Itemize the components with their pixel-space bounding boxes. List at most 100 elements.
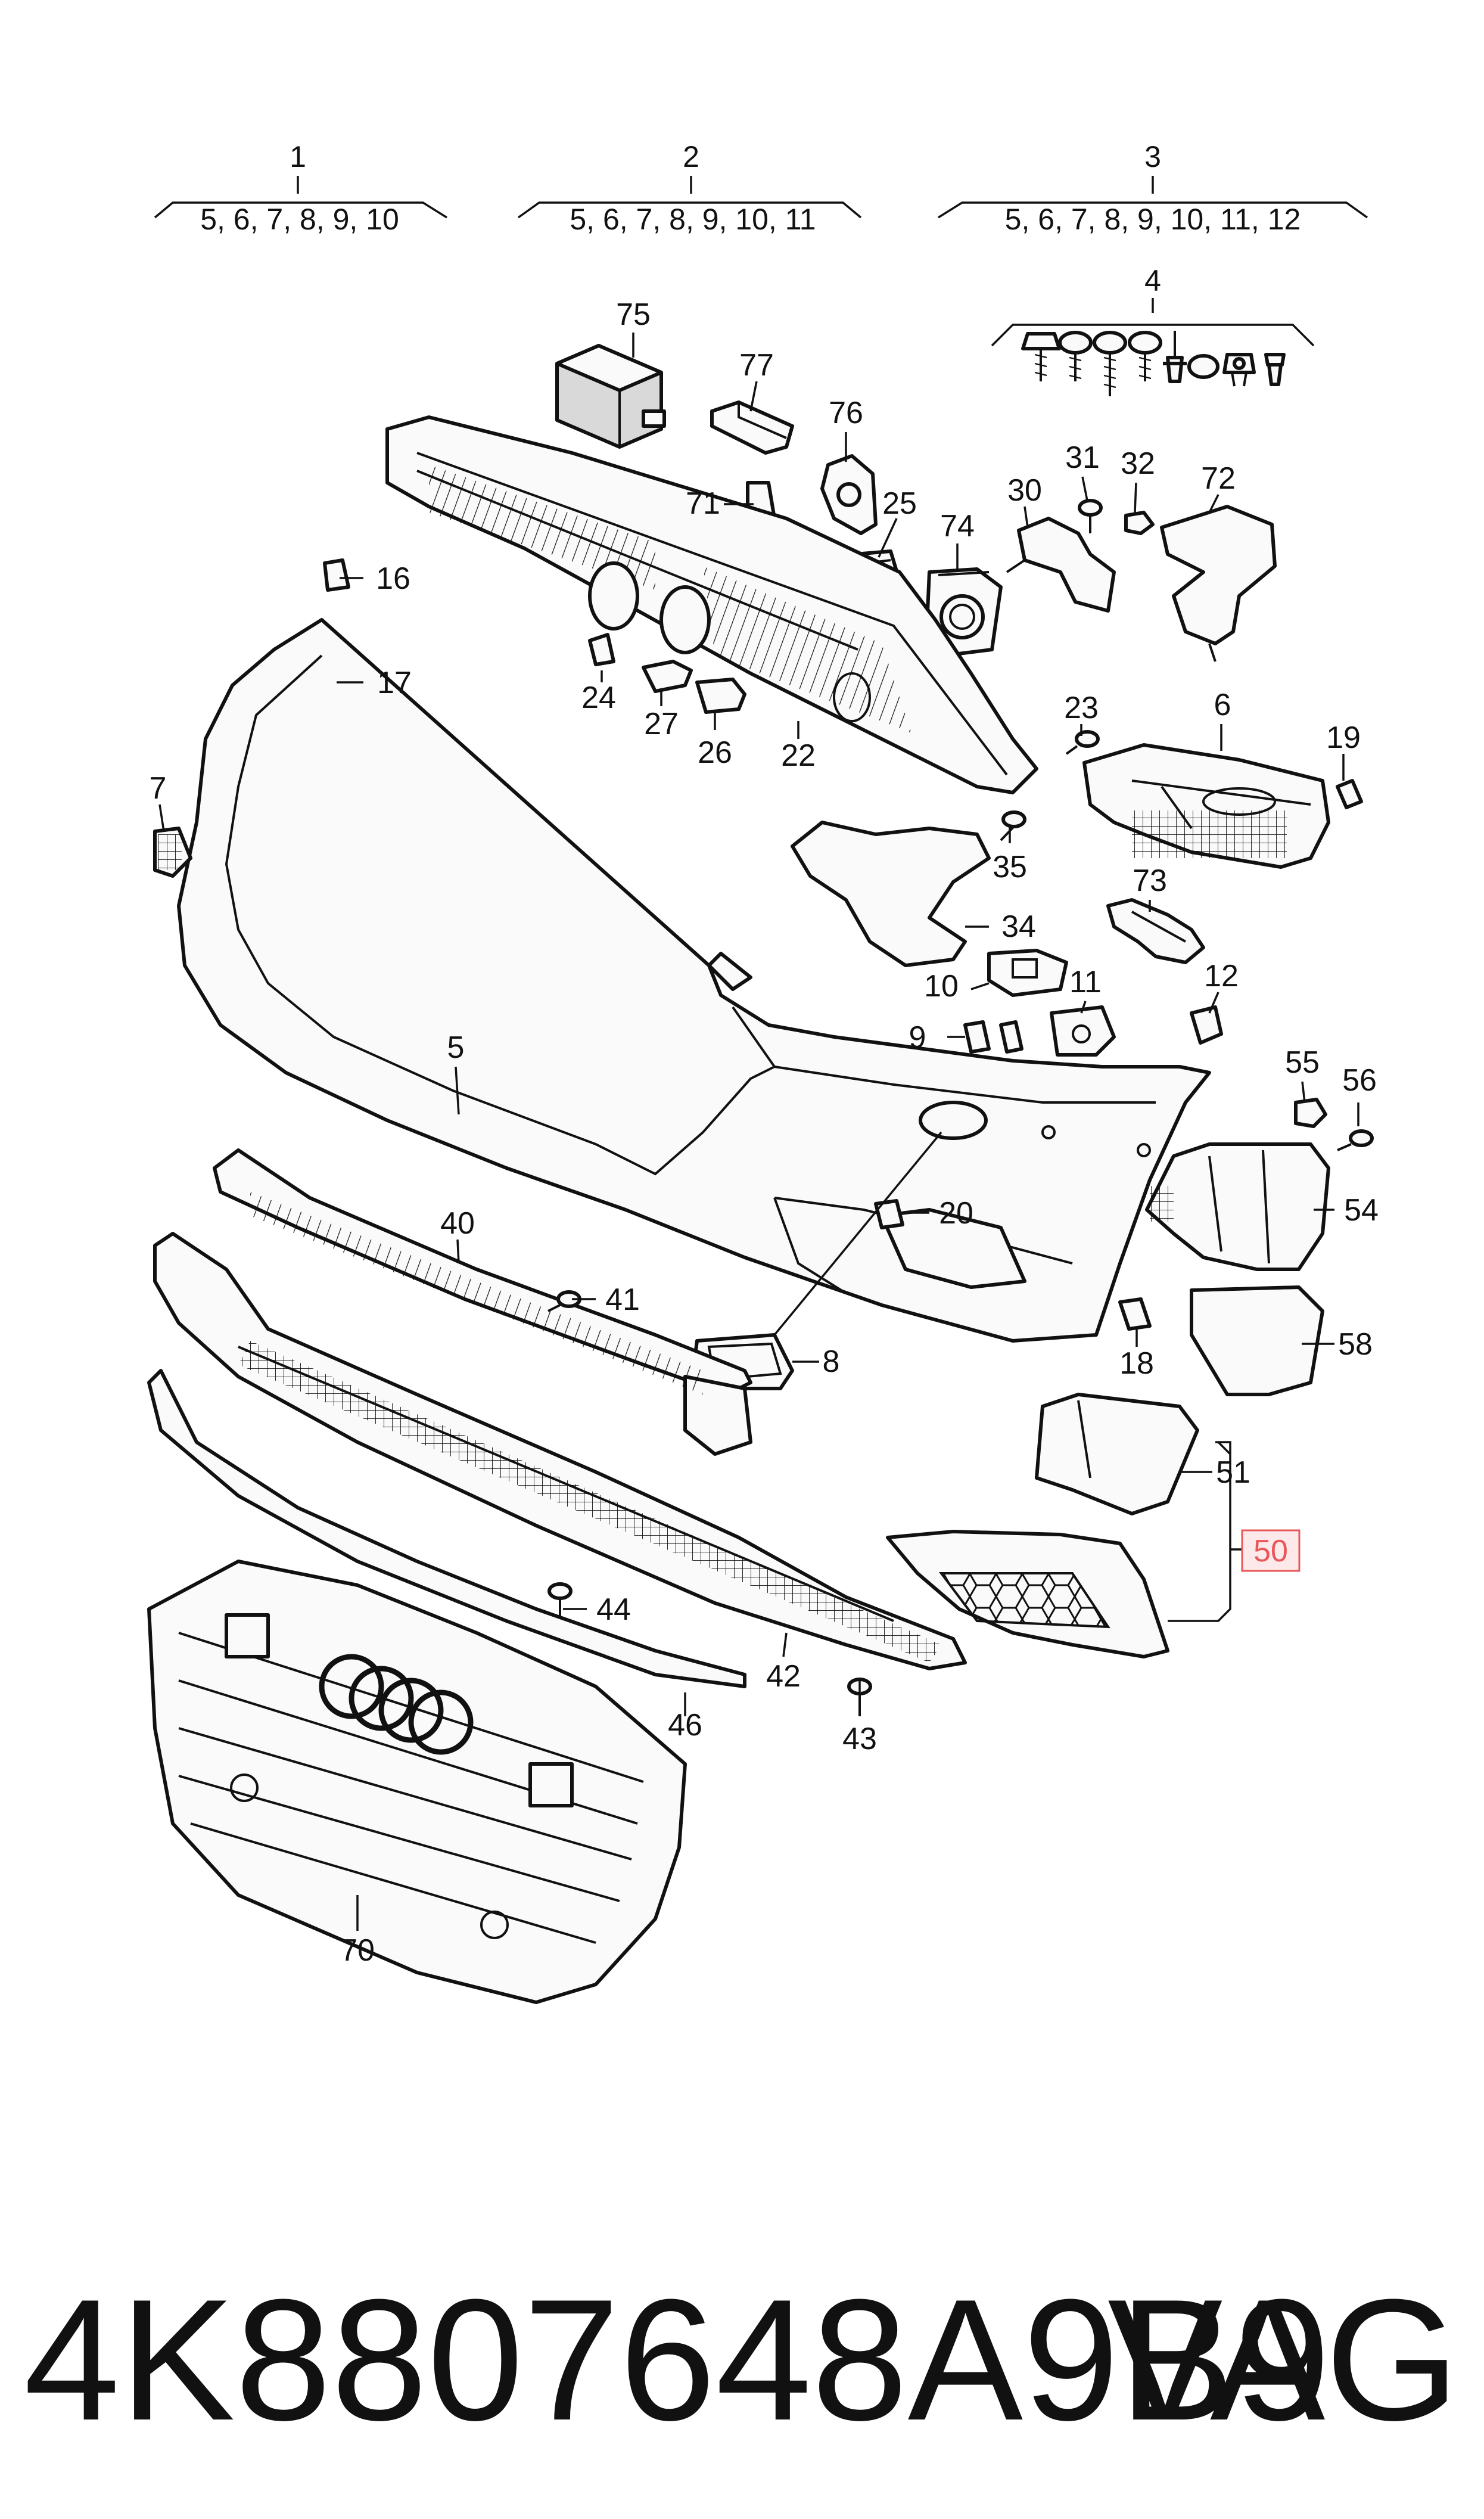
callout-75: 75 (616, 297, 651, 332)
callout-labels: 75 77 76 71 25 74 30 31 32 72 16 17 24 2… (150, 297, 1379, 1968)
part-number: 4K8807648A9B9 (24, 2263, 1330, 2456)
part-12-clip (1190, 1005, 1223, 1045)
part-32-nut (1124, 511, 1155, 535)
callout-19: 19 (1326, 720, 1361, 755)
callout-70: 70 (340, 1933, 375, 1968)
part-55-nut (1294, 1098, 1327, 1128)
part-24-clip (588, 633, 615, 666)
part-58-cover (1190, 1285, 1324, 1396)
screw-icon (1128, 331, 1162, 381)
callout-6: 6 (1214, 688, 1231, 722)
clip-nut-icon (1222, 353, 1256, 387)
screw-icon (1058, 331, 1093, 381)
rivet-icon (1163, 331, 1187, 383)
callout-55: 55 (1285, 1045, 1320, 1080)
part-54-air-guide (1145, 1142, 1330, 1271)
part-20-clip (874, 1199, 904, 1229)
part-19-clip (1336, 779, 1363, 809)
part-35-screw (1000, 810, 1026, 841)
group-1-number: 1 (290, 140, 306, 173)
leader-lines (158, 333, 1359, 1931)
part-40-grille-strip (213, 1148, 752, 1456)
callout-27: 27 (644, 707, 679, 741)
part-70-main-grille (147, 1560, 687, 2004)
group-3-number: 3 (1144, 140, 1161, 173)
callout-30: 30 (1007, 473, 1042, 508)
group-2-number: 2 (683, 140, 699, 173)
callout-31: 31 (1065, 440, 1100, 475)
callout-40: 40 (440, 1206, 475, 1241)
part-42-lower-grille (153, 1232, 967, 1670)
callout-9: 9 (909, 1020, 926, 1055)
group-4-number: 4 (1144, 264, 1161, 297)
part-44-screw (547, 1582, 573, 1621)
part-30-bracket (1006, 517, 1116, 613)
callout-50-highlight-box (1241, 1529, 1301, 1572)
part-9-clip (963, 1020, 1023, 1054)
callout-12: 12 (1204, 959, 1239, 993)
callout-7: 7 (150, 771, 167, 806)
part-16-clip (323, 558, 350, 592)
callout-73: 73 (1133, 864, 1167, 898)
group-2-bracket: 2 5, 6, 7, 8, 9, 10, 11 (517, 140, 862, 236)
callout-77: 77 (739, 348, 774, 383)
callout-16: 16 (376, 561, 410, 596)
parts-diagram: 1 5, 6, 7, 8, 9, 10 2 5, 6, 7, 8, 9, 10,… (147, 140, 1379, 2004)
callout-35: 35 (993, 850, 1027, 884)
part-51-insert (1035, 1393, 1199, 1515)
part-7-cap (153, 827, 192, 878)
part-72-bracket (1160, 505, 1277, 662)
callout-51: 51 (1216, 1455, 1250, 1490)
part-46-trim-strip (147, 1369, 746, 1688)
part-18-clip (1118, 1297, 1152, 1331)
callout-44: 44 (596, 1592, 631, 1627)
part-22-carrier (385, 415, 1038, 794)
nut-icon (1187, 354, 1219, 379)
callout-18: 18 (1119, 1346, 1154, 1381)
group-3-bracket: 3 5, 6, 7, 8, 9, 10, 11, 12 (938, 140, 1368, 236)
callout-22: 22 (781, 738, 816, 773)
callout-42: 42 (766, 1659, 801, 1694)
callout-43: 43 (842, 1722, 877, 1756)
callout-5: 5 (447, 1030, 465, 1065)
group-1-bracket: 1 5, 6, 7, 8, 9, 10 (154, 140, 447, 236)
part-76-bracket (820, 454, 878, 535)
callout-17: 17 (377, 666, 412, 700)
part-6-guide-bracket (1082, 743, 1330, 869)
part-77-clip (710, 400, 794, 455)
callout-41: 41 (605, 1282, 640, 1317)
fastener-set-icons (1021, 331, 1286, 396)
clip-icon (1264, 353, 1286, 386)
callout-20: 20 (939, 1196, 973, 1231)
group-4-bracket: 4 (991, 264, 1315, 347)
callout-50: 50 (1253, 1534, 1288, 1568)
callout-8: 8 (823, 1344, 840, 1379)
callout-24: 24 (581, 681, 616, 715)
callout-54: 54 (1344, 1193, 1379, 1228)
part-26-clip (695, 678, 746, 714)
callout-23: 23 (1064, 691, 1099, 725)
callout-25: 25 (882, 486, 917, 521)
part-73-bracket (1106, 898, 1205, 964)
callout-58: 58 (1338, 1327, 1373, 1362)
part-5-bumper-cover (177, 618, 1211, 1343)
callout-32: 32 (1121, 446, 1155, 481)
callout-71: 71 (686, 486, 720, 521)
callout-26: 26 (698, 735, 732, 770)
callout-46: 46 (668, 1708, 702, 1743)
part-50-honeycomb-grille (886, 1530, 1169, 1658)
callout-56: 56 (1342, 1063, 1377, 1098)
screw-icon (1093, 331, 1127, 396)
part-31-screw (1078, 499, 1103, 533)
callout-72: 72 (1201, 461, 1236, 496)
part-11-clip (1050, 1005, 1116, 1057)
four-rings-logo (319, 1654, 474, 1755)
part-27-clip (642, 660, 693, 693)
screw-icon (1021, 332, 1061, 381)
part-number-footer: 4K8807648A9B9 VAG (24, 2263, 1460, 2456)
part-56-screw (1337, 1129, 1374, 1151)
part-10-clip (987, 949, 1068, 997)
part-75-radar-sensor (555, 344, 666, 449)
part-34-bracket (791, 821, 991, 967)
group-2-contents: 5, 6, 7, 8, 9, 10, 11 (570, 203, 816, 236)
